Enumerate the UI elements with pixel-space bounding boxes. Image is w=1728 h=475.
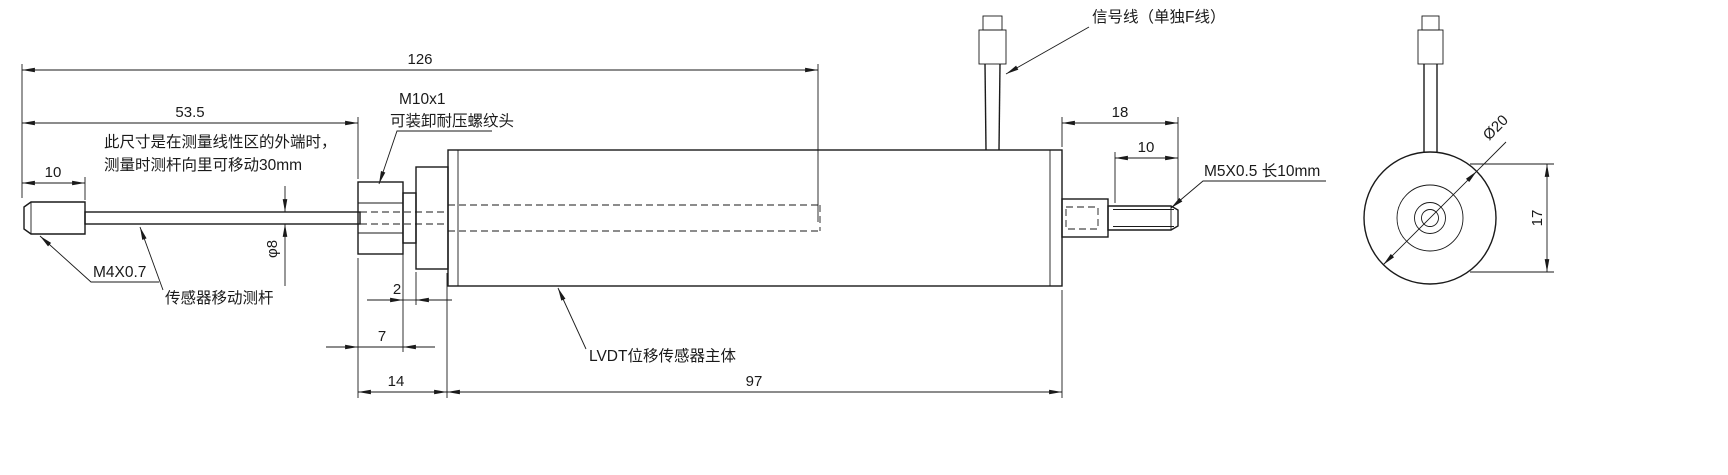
dimension-lines: 126 53.5 10 φ8 7 2 14 97	[21, 51, 1554, 398]
dim-97: 97	[746, 373, 763, 390]
body-leader-line	[557, 287, 587, 350]
dim-14: 14	[388, 373, 405, 390]
dim-53-5: 53.5	[175, 104, 204, 121]
moving-rod-label: 传感器移动测杆	[165, 289, 274, 307]
m10-thread-label: M10x1	[399, 91, 446, 108]
hex-gland-nut	[357, 181, 404, 255]
end-view	[1363, 15, 1497, 285]
dim-7: 7	[378, 328, 386, 345]
m10-leader-line	[378, 130, 492, 185]
dim-10-thread: 10	[1138, 139, 1155, 156]
side-view	[23, 15, 1179, 287]
rod-leader-line	[139, 226, 164, 291]
flange	[415, 166, 449, 270]
measure-note-line2: 测量时测杆向里可移动30mm	[104, 156, 302, 174]
body-label: LVDT位移传感器主体	[589, 347, 736, 365]
cable-gland	[978, 29, 1007, 65]
m5-leader-line	[1170, 180, 1326, 209]
measure-note-line1: 此尺寸是在测量线性区的外端时，	[104, 133, 337, 151]
dim-126: 126	[407, 51, 432, 68]
m4-thread-label: M4X0.7	[93, 264, 146, 281]
m10-note-label: 可装卸耐压螺纹头	[390, 112, 514, 130]
neck-ring	[402, 192, 417, 244]
rear-step	[1061, 198, 1109, 238]
moving-rod	[84, 211, 361, 225]
probe-tip	[23, 201, 86, 235]
signal-cable	[978, 15, 1007, 151]
dim-phi8: φ8	[264, 240, 281, 258]
annotations: M4X0.7 传感器移动测杆 M10x1 可装卸耐压螺纹头 此尺寸是在测量线性区…	[39, 8, 1326, 365]
dim-phi20: Ø20	[1480, 112, 1512, 144]
dim-18: 18	[1112, 104, 1129, 121]
dim-2: 2	[393, 281, 401, 298]
m5-thread-label: M5X0.5 长10mm	[1204, 162, 1320, 180]
dim-17: 17	[1529, 210, 1546, 227]
hidden-bore-lines	[360, 204, 1099, 232]
rear-threaded-shaft	[1107, 205, 1179, 231]
end-view-cable	[1417, 15, 1444, 153]
signal-cable-label: 信号线（单独F线）	[1092, 8, 1225, 26]
m4-leader-line	[39, 235, 159, 283]
signal-leader-line	[1005, 26, 1090, 75]
sensor-body	[447, 149, 1063, 287]
dim-10-tip: 10	[45, 164, 62, 181]
end-view-outer-circle	[1363, 151, 1497, 285]
